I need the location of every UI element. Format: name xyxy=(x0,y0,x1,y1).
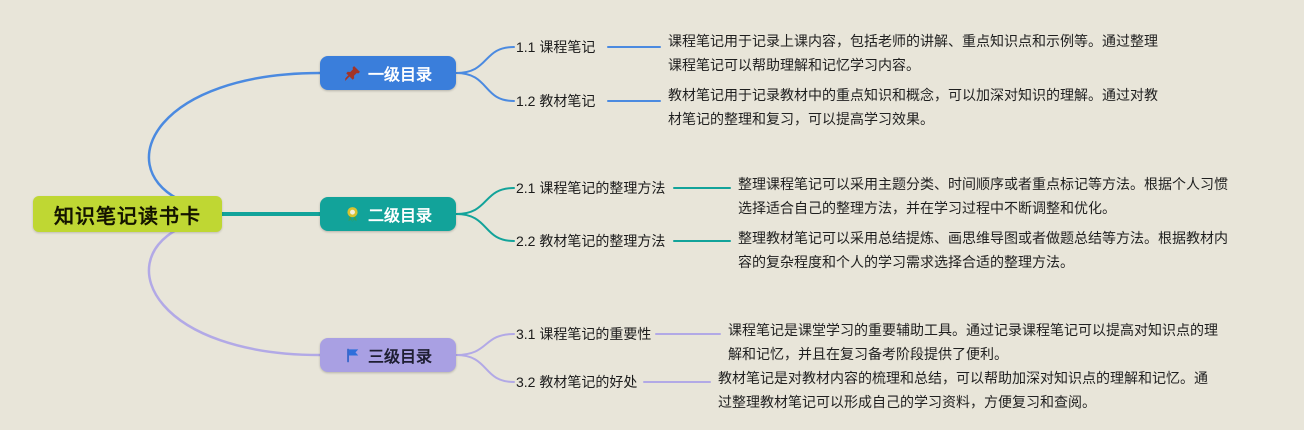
description-3-1[interactable]: 课程笔记是课堂学习的重要辅助工具。通过记录课程笔记可以提高对知识点的理 解和记忆… xyxy=(728,322,1218,362)
child-topic-2-1[interactable]: 2.1 课程笔记的整理方法 xyxy=(516,180,666,196)
edge-level3-to-child2 xyxy=(455,354,515,383)
branch-label-level3: 三级目录 xyxy=(367,349,432,366)
medal-icon xyxy=(344,206,361,223)
edge-level2-to-child1 xyxy=(455,187,515,215)
edge-root-to-level3 xyxy=(147,227,322,357)
description-1-2[interactable]: 教材笔记用于记录教材中的重点知识和概念，可以加深对知识的理解。通过对教 材笔记的… xyxy=(668,87,1158,127)
child-topic-1-2[interactable]: 1.2 教材笔记 xyxy=(516,93,596,109)
branch-label-level1: 一级目录 xyxy=(367,67,432,84)
description-1-1[interactable]: 课程笔记用于记录上课内容，包括老师的讲解、重点知识点和示例等。通过整理 课程笔记… xyxy=(668,33,1158,73)
child-topic-3-2[interactable]: 3.2 教材笔记的好处 xyxy=(516,374,638,390)
child-topic-1-1[interactable]: 1.1 课程笔记 xyxy=(516,39,596,55)
root-node[interactable]: 知识笔记读书卡 xyxy=(33,196,222,232)
branch-node-level2[interactable]: 二级目录 xyxy=(320,197,456,231)
description-2-1[interactable]: 整理课程笔记可以采用主题分类、时间顺序或者重点标记等方法。根据个人习惯 选择适合… xyxy=(738,176,1228,216)
child-topic-2-2[interactable]: 2.2 教材笔记的整理方法 xyxy=(516,233,666,249)
pin-icon xyxy=(344,65,361,82)
edge-level3-to-child1 xyxy=(455,333,515,356)
child-topic-3-1[interactable]: 3.1 课程笔记的重要性 xyxy=(516,326,652,342)
description-2-2[interactable]: 整理教材笔记可以采用总结提炼、画思维导图或者做题总结等方法。根据教材内 容的复杂… xyxy=(738,230,1228,270)
branch-node-level3[interactable]: 三级目录 xyxy=(320,338,456,372)
flag-icon xyxy=(344,347,361,364)
edge-level2-to-child2 xyxy=(455,213,515,242)
description-3-2[interactable]: 教材笔记是对教材内容的梳理和总结，可以帮助加深对知识点的理解和记忆。通 过整理教… xyxy=(718,370,1208,410)
branch-label-level2: 二级目录 xyxy=(367,208,432,225)
branch-node-level1[interactable]: 一级目录 xyxy=(320,56,456,90)
edge-level1-to-child1 xyxy=(455,46,515,74)
edge-level1-to-child2 xyxy=(455,72,515,102)
edge-root-to-level1 xyxy=(147,71,322,201)
